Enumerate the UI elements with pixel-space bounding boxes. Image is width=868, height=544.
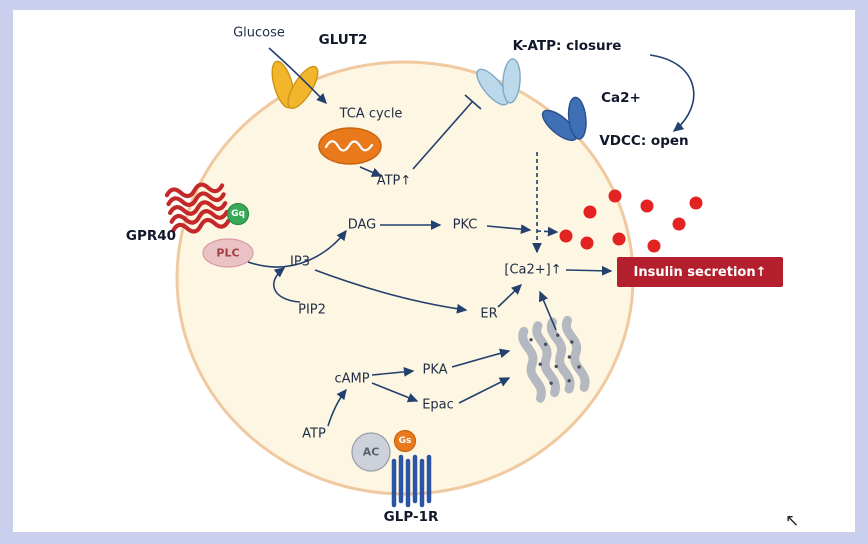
arrow-epac-to-er xyxy=(458,377,511,404)
arrow-ca-to-insulin xyxy=(565,265,613,276)
arrow-pkc-to-granules xyxy=(486,224,532,235)
label-gpr40: GPR40 xyxy=(125,228,177,244)
label-glut2: GLUT2 xyxy=(318,32,368,48)
label-dag: DAG xyxy=(347,217,377,233)
label-camp: cAMP xyxy=(334,371,370,387)
arrow-katp-to-vdcc xyxy=(649,54,695,132)
label-tca-cycle: TCA cycle xyxy=(339,106,403,122)
label-glp1r: GLP-1R xyxy=(383,509,439,525)
katp-channel-icon xyxy=(476,58,521,106)
gq-protein-icon xyxy=(226,202,250,226)
gpr40-receptor-icon xyxy=(164,182,231,234)
arrow-pip2-to-ip3 xyxy=(273,267,301,303)
vdcc-channel-icon xyxy=(541,96,587,142)
corner-cursor-icon: ↖ xyxy=(785,511,800,531)
arrow-ip3-to-er xyxy=(314,269,468,314)
inhibit-atp-to-katp xyxy=(412,101,473,170)
label-glucose: Glucose xyxy=(233,25,285,41)
er-coil-icon xyxy=(518,315,590,403)
insulin-granules xyxy=(559,189,703,253)
arrow-ca-to-granules-dashed xyxy=(536,226,559,237)
label-pka: PKA xyxy=(422,362,448,378)
arrow-atp-to-camp xyxy=(327,388,347,427)
inhibit-tbar xyxy=(464,94,482,110)
label-ip3: IP3 xyxy=(290,254,310,270)
mitochondria-icon xyxy=(318,127,382,165)
arrow-camp-to-pka xyxy=(371,367,415,377)
label-ca-internal: [Ca2+]↑ xyxy=(504,262,562,278)
arrow-glucose-entry xyxy=(268,47,327,105)
label-vdcc-open: VDCC: open xyxy=(599,133,689,149)
glp1r-receptor-icon xyxy=(391,454,432,508)
ac-enzyme-icon xyxy=(351,432,391,472)
arrow-camp-to-epac xyxy=(371,382,419,403)
label-plc: PLC xyxy=(216,246,240,260)
arrow-er-to-ca xyxy=(497,284,523,308)
arrow-plc-to-dag xyxy=(247,229,347,268)
arrow-ercoil-to-ca xyxy=(539,290,557,331)
label-gq: Gq xyxy=(231,209,245,219)
arrow-pka-to-er xyxy=(451,348,511,368)
plc-enzyme-icon xyxy=(202,238,254,268)
label-gs: Gs xyxy=(398,436,412,446)
insulin-secretion-label: Insulin secretion↑ xyxy=(633,264,767,280)
label-ac: AC xyxy=(362,445,380,459)
arrow-mito-to-atp xyxy=(359,166,383,177)
label-ca2: Ca2+ xyxy=(601,90,641,106)
label-er: ER xyxy=(480,306,498,322)
pathway-arrows xyxy=(247,47,695,427)
glut2-transporter-icon xyxy=(271,60,319,109)
label-pip2: PIP2 xyxy=(298,302,326,318)
gs-protein-icon xyxy=(393,429,417,453)
label-atp-up: ATP↑ xyxy=(376,173,412,189)
label-katp-closure: K-ATP: closure xyxy=(512,38,622,54)
label-atp: ATP xyxy=(302,426,326,442)
insulin-secretion-badge: Insulin secretion↑ xyxy=(617,257,783,287)
label-epac: Epac xyxy=(422,397,454,413)
label-pkc: PKC xyxy=(452,217,478,233)
